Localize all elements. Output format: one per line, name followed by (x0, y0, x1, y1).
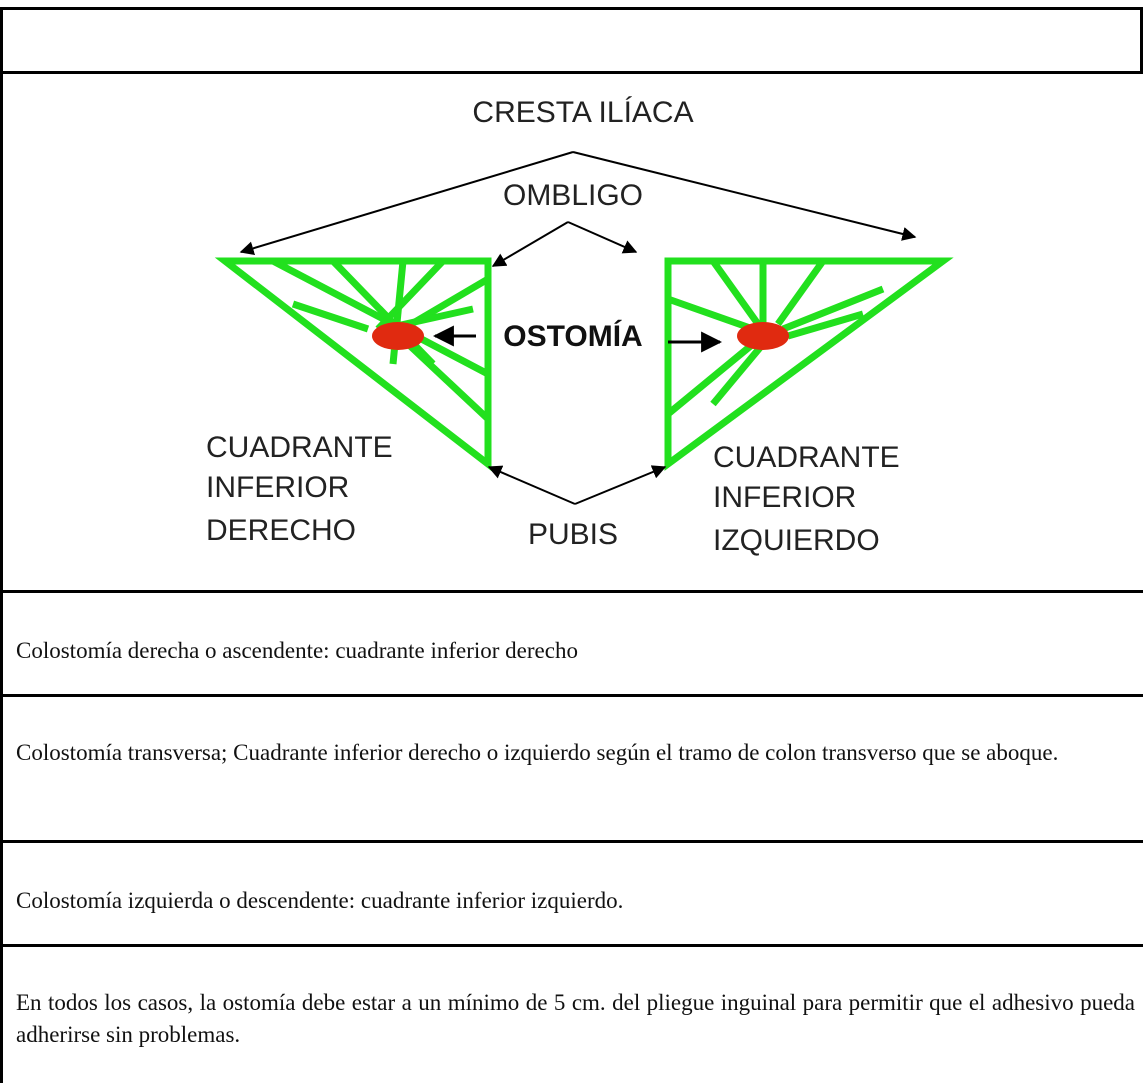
text-row-4: En todos los casos, la ostomía debe esta… (0, 944, 1143, 1083)
row-text-transverse-colostomy: Colostomía transversa; Cuadrante inferio… (16, 740, 1059, 765)
right-quadrant (664, 257, 954, 471)
label-right-line1: CUADRANTE (713, 441, 900, 474)
table-right-border (1140, 7, 1143, 73)
text-row-1: Colostomía derecha o ascendente: cuadran… (0, 590, 1143, 696)
label-pubis: PUBIS (528, 518, 618, 551)
ostomy-location-diagram: CRESTA ILÍACA OMBLIGO OSTOMÍA PUBIS CUAD… (206, 96, 954, 557)
figure-row: CRESTA ILÍACA OMBLIGO OSTOMÍA PUBIS CUAD… (0, 71, 1143, 592)
label-right-line3: IZQUIERDO (713, 524, 880, 557)
left-stoma (372, 322, 424, 350)
label-left-line2: INFERIOR (206, 471, 349, 504)
pointer-arrows (239, 151, 917, 505)
right-stoma (737, 322, 789, 350)
label-ombligo: OMBLIGO (503, 179, 643, 212)
label-left-line3: DERECHO (206, 514, 356, 547)
row-text-left-colostomy: Colostomía izquierda o descendente: cuad… (16, 888, 624, 913)
text-row-3: Colostomía izquierda o descendente: cuad… (0, 840, 1143, 946)
label-right-line2: INFERIOR (713, 481, 856, 514)
row-text-general-note: En todos los casos, la ostomía debe esta… (16, 990, 1135, 1047)
row-text-right-colostomy: Colostomía derecha o ascendente: cuadran… (16, 638, 578, 663)
label-left-line1: CUADRANTE (206, 431, 393, 464)
label-cresta: CRESTA ILÍACA (472, 96, 693, 129)
empty-header-row (0, 7, 1143, 73)
text-row-2: Colostomía transversa; Cuadrante inferio… (0, 694, 1143, 842)
label-ostomia: OSTOMÍA (503, 319, 642, 353)
